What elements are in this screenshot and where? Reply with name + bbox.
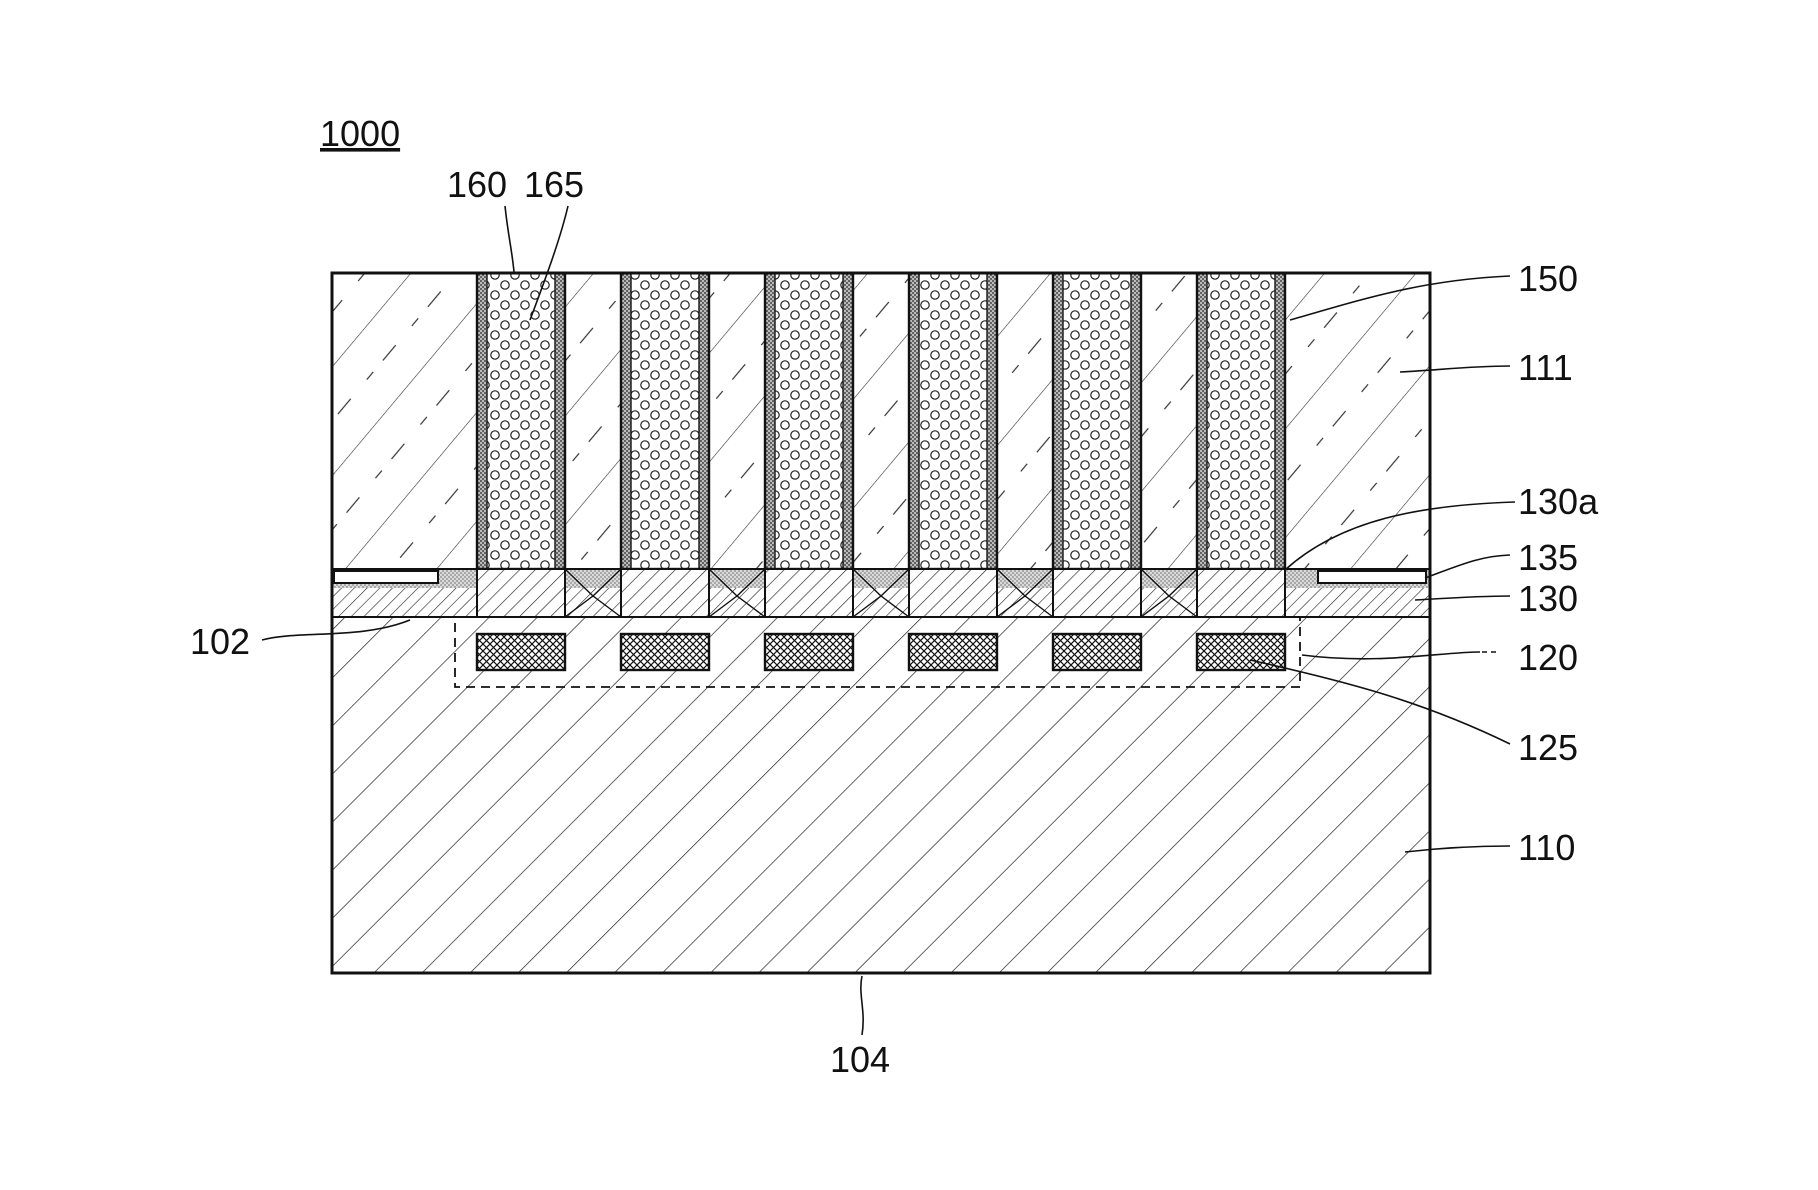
plug-130a [1053,569,1141,617]
label-125: 125 [1518,727,1578,768]
via-fill-165 [1063,273,1131,569]
label-120: 120 [1518,637,1578,678]
leader-104 [861,976,863,1035]
label-160: 160 [447,164,507,205]
via-1 [477,273,565,617]
via-6 [1197,273,1285,617]
via-fill-165 [487,273,555,569]
layer-135-right-segment [1318,571,1426,583]
pad-125-1 [477,634,565,670]
label-110: 110 [1518,827,1575,868]
via-fill-165 [1207,273,1275,569]
plug-130a [477,569,565,617]
label-165: 165 [524,164,584,205]
plug-130a [1197,569,1285,617]
via-fill-165 [919,273,987,569]
pad-125-4 [909,634,997,670]
label-150: 150 [1518,258,1578,299]
via-4 [909,273,997,617]
label-130a: 130a [1518,481,1599,522]
via-3 [765,273,853,617]
pad-125-5 [1053,634,1141,670]
plug-130a [621,569,709,617]
via-2 [621,273,709,617]
leader-160 [505,206,514,272]
leader-135 [1425,555,1510,578]
via-fill-165 [631,273,699,569]
via-fill-165 [775,273,843,569]
figure-reference: 1000 [320,113,400,154]
layer-135-left-segment [334,571,438,583]
pad-125-3 [765,634,853,670]
label-135: 135 [1518,537,1578,578]
label-102: 102 [190,621,250,662]
plug-130a [765,569,853,617]
via-5 [1053,273,1141,617]
label-130: 130 [1518,578,1578,619]
label-104: 104 [830,1039,890,1080]
pad-125-2 [621,634,709,670]
label-111: 111 [1518,347,1573,388]
plug-130a [909,569,997,617]
